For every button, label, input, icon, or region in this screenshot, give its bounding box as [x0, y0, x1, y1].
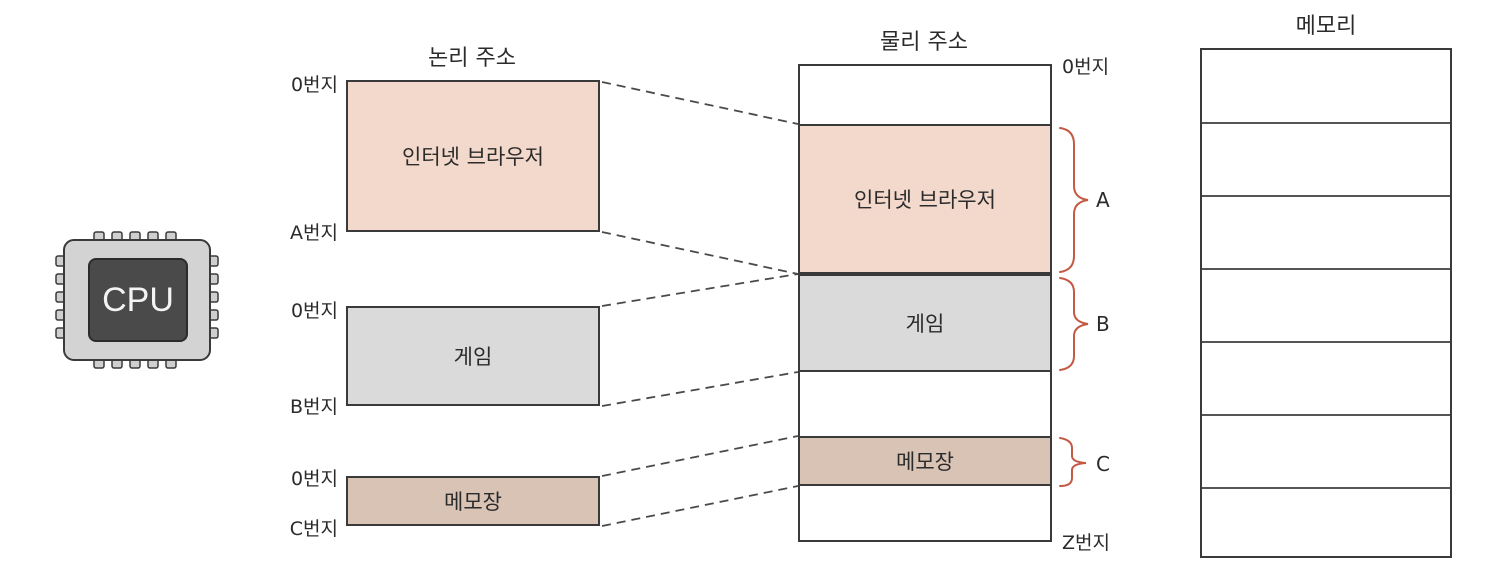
- map-line-browser-top: [601, 81, 799, 125]
- map-line-game-top: [601, 273, 799, 307]
- logical-segment-memo-label: 메모장: [444, 490, 502, 514]
- logical-game-start-address: 0번지: [290, 300, 338, 322]
- logical-segment-memo: 메모장: [346, 476, 600, 526]
- bracket-label-a: A: [1096, 188, 1110, 212]
- physical-address-title: 물리 주소: [880, 30, 968, 55]
- map-line-memo-bottom: [601, 485, 799, 527]
- physical-segment-game: 게임: [798, 274, 1052, 372]
- memory-block: [1200, 48, 1452, 558]
- cpu-label: CPU: [88, 258, 188, 342]
- map-line-game-bottom: [601, 371, 799, 407]
- physical-end-address: Z번지: [1062, 532, 1110, 554]
- bracket-a: [1059, 127, 1089, 273]
- logical-memo-start-address: 0번지: [290, 468, 338, 490]
- physical-segment-memo-label: 메모장: [896, 450, 954, 474]
- memory-cell: [1202, 415, 1450, 489]
- logical-browser-end-address: A번지: [290, 222, 338, 244]
- logical-browser-start-address: 0번지: [290, 74, 338, 96]
- logical-segment-game-label: 게임: [453, 345, 493, 369]
- physical-segment-game-label: 게임: [905, 312, 945, 336]
- bracket-label-c: C: [1096, 452, 1110, 476]
- map-line-browser-bottom: [601, 231, 799, 275]
- memory-cell: [1202, 123, 1450, 197]
- memory-cell: [1202, 342, 1450, 416]
- bracket-b: [1059, 277, 1089, 371]
- logical-memo-end-address: C번지: [289, 518, 338, 540]
- memory-cell: [1202, 269, 1450, 343]
- logical-segment-browser-label: 인터넷 브라우저: [402, 145, 544, 169]
- physical-segment-browser-label: 인터넷 브라우저: [854, 188, 996, 212]
- logical-game-end-address: B번지: [290, 396, 338, 418]
- physical-segment-browser: 인터넷 브라우저: [798, 124, 1052, 274]
- logical-segment-game: 게임: [346, 306, 600, 406]
- physical-start-address: 0번지: [1062, 56, 1110, 78]
- memory-title: 메모리: [1295, 14, 1357, 39]
- logical-address-title: 논리 주소: [428, 46, 516, 71]
- bracket-c: [1059, 437, 1087, 487]
- bracket-label-b: B: [1096, 312, 1110, 336]
- memory-cell: [1202, 196, 1450, 270]
- map-line-memo-top: [601, 435, 799, 477]
- memory-cell: [1202, 50, 1450, 124]
- logical-segment-browser: 인터넷 브라우저: [346, 80, 600, 232]
- physical-segment-memo: 메모장: [798, 436, 1052, 486]
